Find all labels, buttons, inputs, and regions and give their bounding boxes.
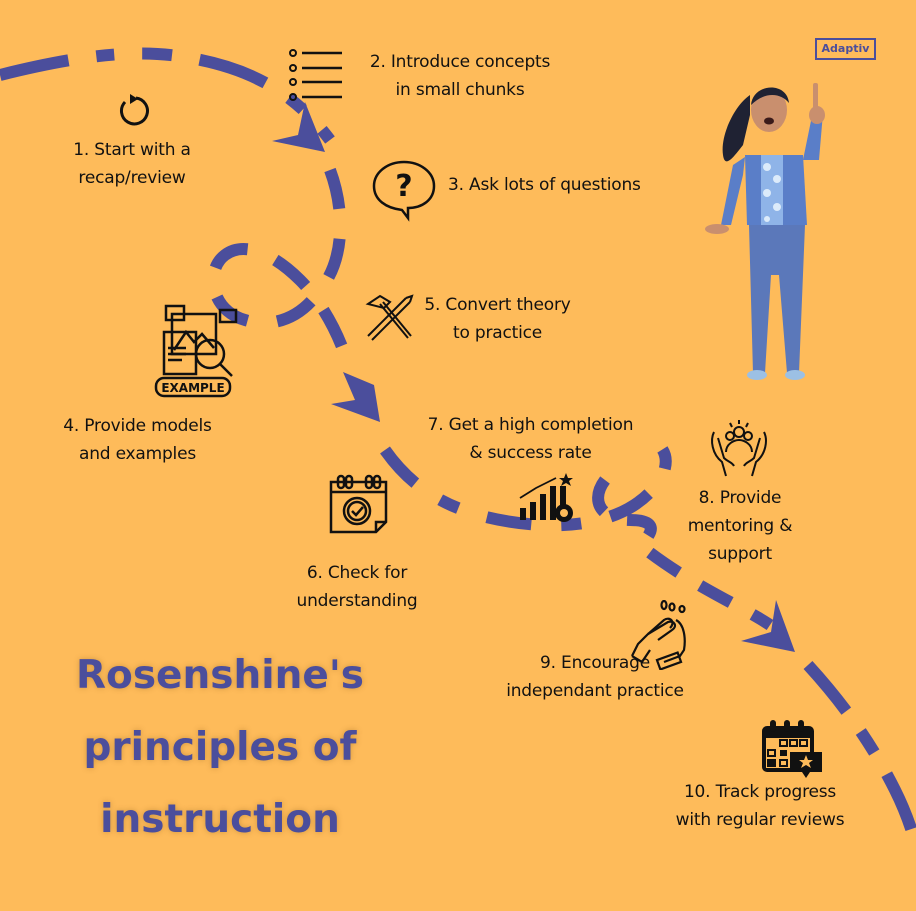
- step-9-line-2: independant practice: [506, 681, 684, 701]
- path-segment-2: [207, 167, 351, 357]
- step-7-line-1: 7. Get a high completion: [427, 415, 634, 435]
- step-2-line-2: in small chunks: [395, 80, 525, 100]
- step-9: 9. Encourage independant practice: [490, 649, 700, 705]
- hands-people-icon: [711, 420, 767, 477]
- hammer-pencil-icon: [365, 294, 414, 341]
- step-8-line-2: mentoring &: [687, 516, 793, 536]
- calendar-check-icon: [329, 474, 388, 534]
- high-five-icon: [631, 600, 686, 670]
- step-2-line-1: 2. Introduce concepts: [369, 52, 551, 72]
- growth-chart-gear-icon: [519, 473, 573, 522]
- brand-badge: Adaptiv: [815, 38, 876, 60]
- step-6: 6. Check for understanding: [272, 559, 442, 615]
- arrowhead-2: [331, 372, 380, 422]
- path-segment-3: [380, 432, 672, 532]
- svg-text:EXAMPLE: EXAMPLE: [161, 381, 224, 395]
- step-3-line-1: 3. Ask lots of questions: [448, 175, 641, 195]
- step-7-line-2: & success rate: [469, 443, 592, 463]
- arrowhead-3: [741, 600, 795, 652]
- step-10-line-1: 10. Track progress: [683, 782, 837, 802]
- title-line-1: Rosenshine's: [76, 653, 364, 698]
- step-7: 7. Get a high completion & success rate: [418, 411, 643, 467]
- step-5-line-1: 5. Convert theory: [424, 295, 571, 315]
- title-line-2: principles of: [83, 725, 357, 770]
- bullet-list-icon: [289, 49, 342, 101]
- step-9-line-1: 9. Encourage: [540, 653, 650, 673]
- example-magnifier-icon: EXAMPLE: [154, 304, 238, 398]
- step-8-line-1: 8. Provide: [698, 488, 782, 508]
- svg-text:?: ?: [395, 169, 412, 204]
- step-4-line-2: and examples: [78, 444, 196, 464]
- path-segment-5: [803, 660, 916, 847]
- woman-pointing-up-illustration: [705, 83, 825, 380]
- step-6-line-1: 6. Check for: [306, 563, 408, 583]
- path-segment-1: [0, 47, 335, 144]
- step-2: 2. Introduce concepts in small chunks: [355, 48, 565, 104]
- step-4-line-1: 4. Provide models: [63, 416, 212, 436]
- step-1-line-2: recap/review: [78, 168, 186, 188]
- step-6-line-2: understanding: [296, 591, 418, 611]
- step-10-line-2: with regular reviews: [675, 810, 845, 830]
- arrowhead-1: [272, 102, 325, 152]
- step-8: 8. Provide mentoring & support: [670, 484, 810, 568]
- step-4: 4. Provide models and examples: [40, 412, 235, 468]
- step-5: 5. Convert theory to practice: [410, 291, 585, 347]
- step-1-line-1: 1. Start with a: [73, 140, 191, 160]
- step-8-line-3: support: [708, 544, 772, 564]
- title-line-3: instruction: [100, 797, 340, 842]
- step-3: 3. Ask lots of questions: [448, 171, 668, 199]
- calendar-star-icon: [762, 720, 822, 778]
- step-5-line-2: to practice: [452, 323, 542, 343]
- refresh-arrow-icon: [120, 94, 149, 126]
- step-10: 10. Track progress with regular reviews: [655, 778, 865, 834]
- question-bubble-icon: ?: [372, 160, 436, 222]
- page-title: Rosenshine's principles of instruction: [40, 640, 400, 856]
- path-segment-4: [592, 476, 774, 631]
- step-1: 1. Start with a recap/review: [52, 136, 212, 192]
